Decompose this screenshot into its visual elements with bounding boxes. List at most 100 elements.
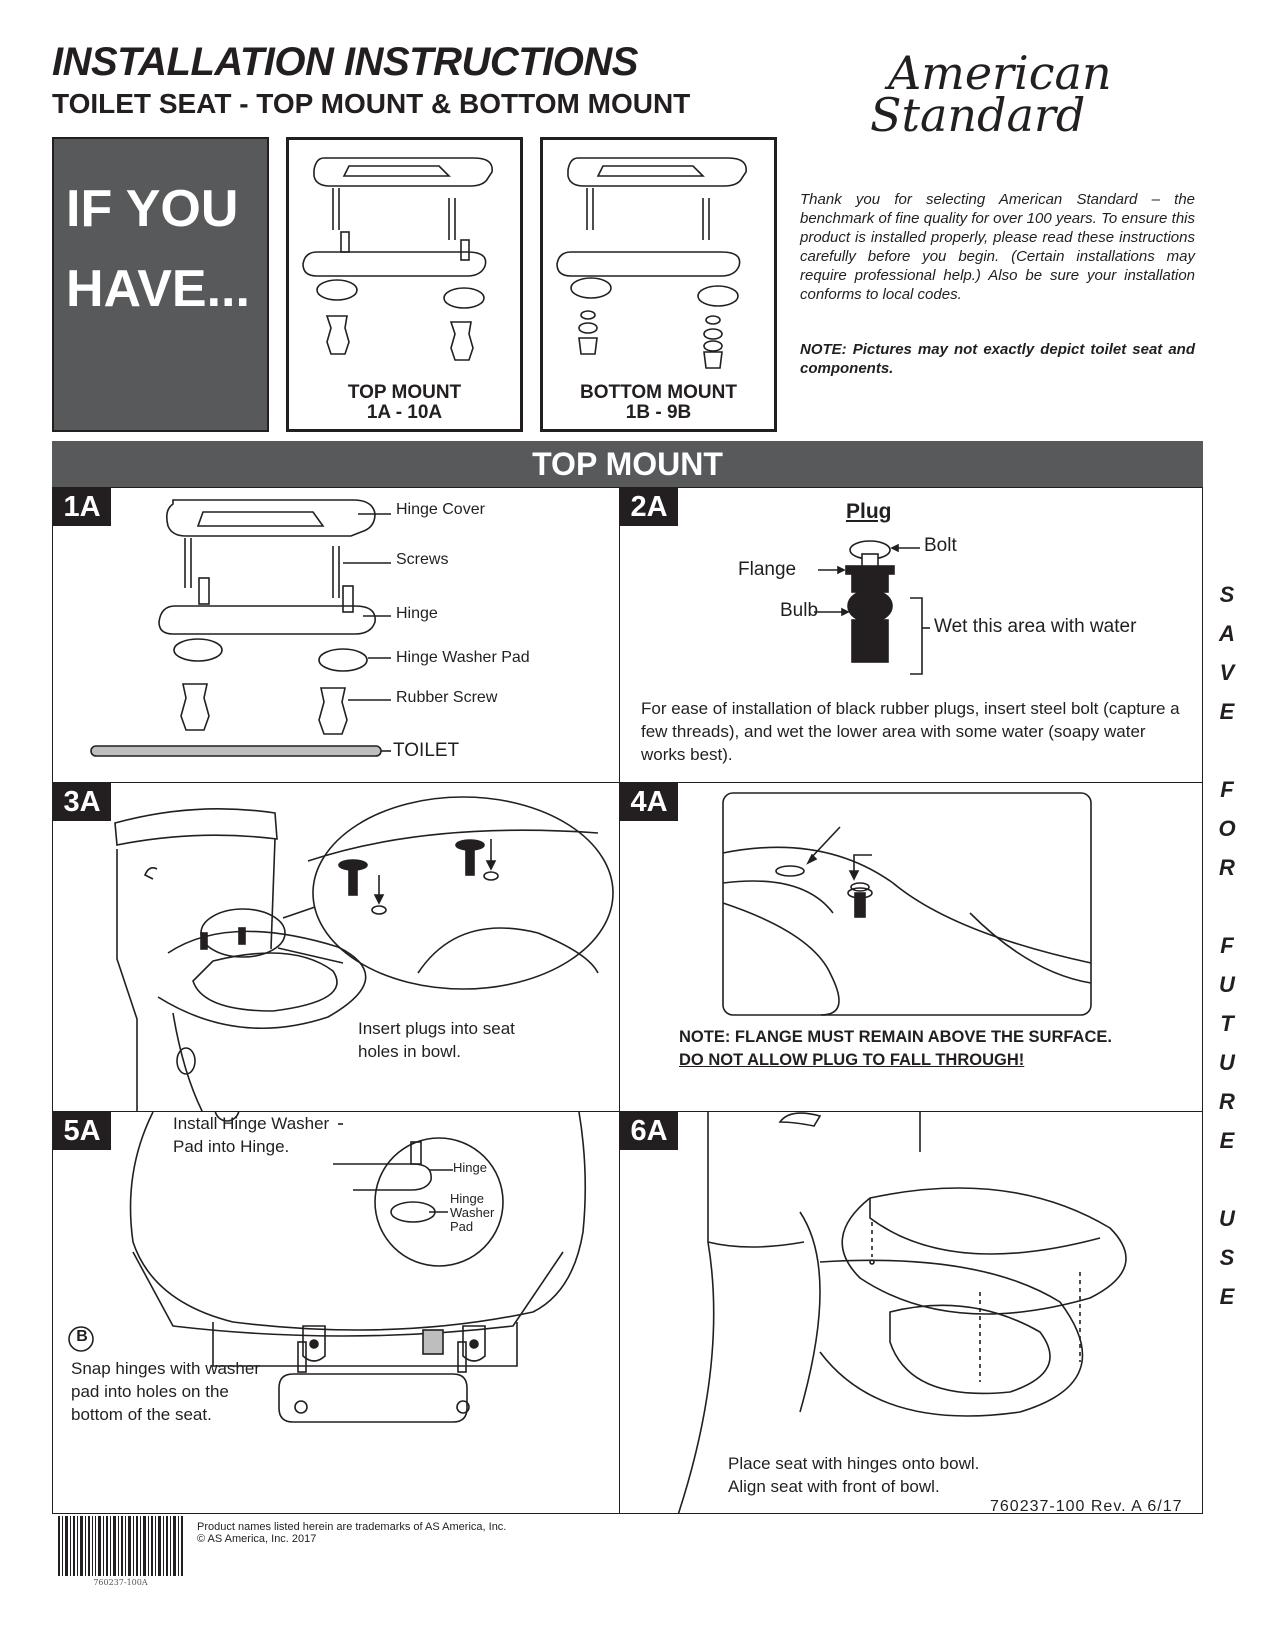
marker-a: A xyxy=(219,1112,237,1117)
label-washer-pad-detail: Hinge Washer Pad xyxy=(450,1192,494,1234)
step-5a-a-line-1: Install Hinge Washer xyxy=(173,1114,330,1133)
plug-heading: Plug xyxy=(846,500,892,523)
pad-detail-line-3: Pad xyxy=(450,1219,474,1234)
step-4a-panel: 4A NOTE: FLANGE MUST REMAIN ABOVE THE SU… xyxy=(619,782,1203,1112)
flange-warning: NOTE: FLANGE MUST REMAIN ABOVE THE SURFA… xyxy=(679,1026,1112,1072)
top-mount-box: TOP MOUNT 1A - 10A xyxy=(286,137,523,432)
step-1a-number: 1A xyxy=(53,488,111,526)
marker-b: B xyxy=(76,1328,88,1345)
step-5a-b-line-3: bottom of the seat. xyxy=(71,1405,212,1424)
hinge-assembly-icon xyxy=(68,1112,587,1423)
side-letter: S xyxy=(1219,1245,1235,1270)
insert-plugs-line-2: holes in bowl. xyxy=(358,1042,462,1061)
logo-line-1: American xyxy=(888,46,1112,100)
side-letter: T xyxy=(1220,1011,1234,1036)
step-6a-number: 6A xyxy=(620,1112,678,1150)
step-3a-number: 3A xyxy=(53,783,111,821)
side-letter xyxy=(1212,1160,1242,1199)
label-flange: Flange xyxy=(738,559,797,580)
step-5a-instruction-a: Install Hinge Washer Pad into Hinge. xyxy=(173,1112,329,1158)
label-toilet: TOILET xyxy=(393,740,460,761)
logo-line-2: Standard xyxy=(870,88,1086,142)
side-letter: S xyxy=(1219,582,1235,607)
place-seat-line-2: Align seat with front of bowl. xyxy=(728,1477,940,1496)
insert-plugs-line-1: Insert plugs into seat xyxy=(358,1019,515,1038)
if-you-have-line-1: IF YOU xyxy=(66,180,239,238)
page-title: INSTALLATION INSTRUCTIONS xyxy=(52,40,638,84)
step-5a-panel: 5A A Install Hinge Washer Pad into Hinge… xyxy=(52,1111,620,1514)
bottom-mount-range: 1B - 9B xyxy=(625,402,692,423)
step-4a-number: 4A xyxy=(620,783,678,821)
side-letter: F xyxy=(1220,933,1234,958)
bottom-mount-parts-icon xyxy=(556,157,747,369)
label-hinge-cover: Hinge Cover xyxy=(396,501,485,518)
side-letter: E xyxy=(1219,1284,1235,1309)
step-2a-number: 2A xyxy=(620,488,678,526)
side-letter xyxy=(1212,887,1242,926)
step-3a-panel: 3A Insert plugs into seat holes in bowl. xyxy=(52,782,620,1112)
bottom-mount-label: BOTTOM MOUNT 1B - 9B xyxy=(543,383,774,423)
step-5a-instruction-b: Snap hinges with washer pad into holes o… xyxy=(71,1357,260,1426)
label-wet-area: Wet this area with water xyxy=(934,616,1137,637)
label-hinge-detail: Hinge xyxy=(453,1160,487,1175)
side-letter: R xyxy=(1219,855,1235,880)
bottom-mount-title: BOTTOM MOUNT xyxy=(580,382,737,403)
side-letter: E xyxy=(1219,1128,1235,1153)
side-letter: U xyxy=(1219,1050,1235,1075)
side-letter: E xyxy=(1219,699,1235,724)
seat-on-bowl-icon xyxy=(677,1112,1127,1513)
step-2a-panel: 2A Plug Bolt Flange Bulb Wet this area w… xyxy=(619,487,1203,783)
side-letter: O xyxy=(1218,816,1236,841)
barcode-number: 760237-100A xyxy=(93,1578,148,1587)
side-letter xyxy=(1212,731,1242,770)
brand-logo: American Standard xyxy=(870,46,1160,152)
side-letter: A xyxy=(1219,621,1235,646)
pad-detail-line-1: Hinge xyxy=(450,1191,484,1206)
top-mount-title: TOP MOUNT xyxy=(347,382,462,403)
label-screws: Screws xyxy=(396,551,449,568)
plug-diagram-icon xyxy=(814,540,930,675)
step-5a-b-line-1: Snap hinges with washer xyxy=(71,1359,261,1378)
step-5a-b-line-2: pad into holes on the xyxy=(71,1382,229,1401)
footer-legal: Product names listed herein are trademar… xyxy=(197,1521,506,1545)
flange-warning-line-1: NOTE: FLANGE MUST REMAIN ABOVE THE SURFA… xyxy=(679,1028,1112,1046)
step-5a-a-line-2: Pad into Hinge. xyxy=(173,1137,290,1156)
trademark-notice: Product names listed herein are trademar… xyxy=(197,1521,507,1533)
side-letter: F xyxy=(1220,777,1234,802)
label-bulb: Bulb xyxy=(780,600,819,621)
side-letter: U xyxy=(1219,972,1235,997)
copyright-notice: © AS America, Inc. 2017 xyxy=(197,1533,317,1545)
flange-warning-line-2: DO NOT ALLOW PLUG TO FALL THROUGH! xyxy=(679,1051,1025,1069)
pad-detail-line-2: Washer xyxy=(450,1205,495,1220)
step-5a-number: 5A xyxy=(53,1112,111,1150)
section-title: TOP MOUNT xyxy=(52,441,1203,487)
label-rubber-screw: Rubber Screw xyxy=(396,689,498,706)
barcode-icon xyxy=(58,1516,183,1576)
label-hinge-washer-pad: Hinge Washer Pad xyxy=(396,649,530,666)
pictures-note: NOTE: Pictures may not exactly depict to… xyxy=(800,341,1195,377)
side-letter: V xyxy=(1219,660,1235,685)
exploded-parts-icon xyxy=(90,499,391,757)
top-mount-parts-icon xyxy=(302,157,493,361)
top-mount-range: 1A - 10A xyxy=(366,402,443,423)
place-seat-line-1: Place seat with hinges onto bowl. xyxy=(728,1454,980,1473)
side-letter: R xyxy=(1219,1089,1235,1114)
top-mount-label: TOP MOUNT 1A - 10A xyxy=(289,383,520,423)
toilet-insert-plugs-icon xyxy=(114,796,614,1111)
step-6a-panel: 6A Place seat with hinges onto bowl. Ali… xyxy=(619,1111,1203,1514)
plug-instructions: For ease of installation of black rubber… xyxy=(641,699,1180,764)
if-you-have-line-2: HAVE... xyxy=(66,260,250,318)
flange-surface-icon xyxy=(722,792,1092,1016)
save-for-future-use: S A V E F O R F U T U R E U S E xyxy=(1212,575,1242,1316)
insert-plugs-text: Insert plugs into seat holes in bowl. xyxy=(358,1017,515,1063)
intro-text: Thank you for selecting American Standar… xyxy=(800,191,1195,303)
side-letter: U xyxy=(1219,1206,1235,1231)
step-1a-panel: 1A Hinge Cover Screws Hinge Hinge Washer… xyxy=(52,487,620,783)
place-seat-text: Place seat with hinges onto bowl. Align … xyxy=(728,1452,979,1498)
bottom-mount-box: BOTTOM MOUNT 1B - 9B xyxy=(540,137,777,432)
label-bolt: Bolt xyxy=(924,535,957,556)
label-hinge: Hinge xyxy=(396,605,438,622)
document-number: 760237-100 Rev. A 6/17 xyxy=(990,1498,1183,1515)
if-you-have-box: IF YOU HAVE... xyxy=(52,137,269,432)
page-subtitle: TOILET SEAT - TOP MOUNT & BOTTOM MOUNT xyxy=(52,88,691,119)
